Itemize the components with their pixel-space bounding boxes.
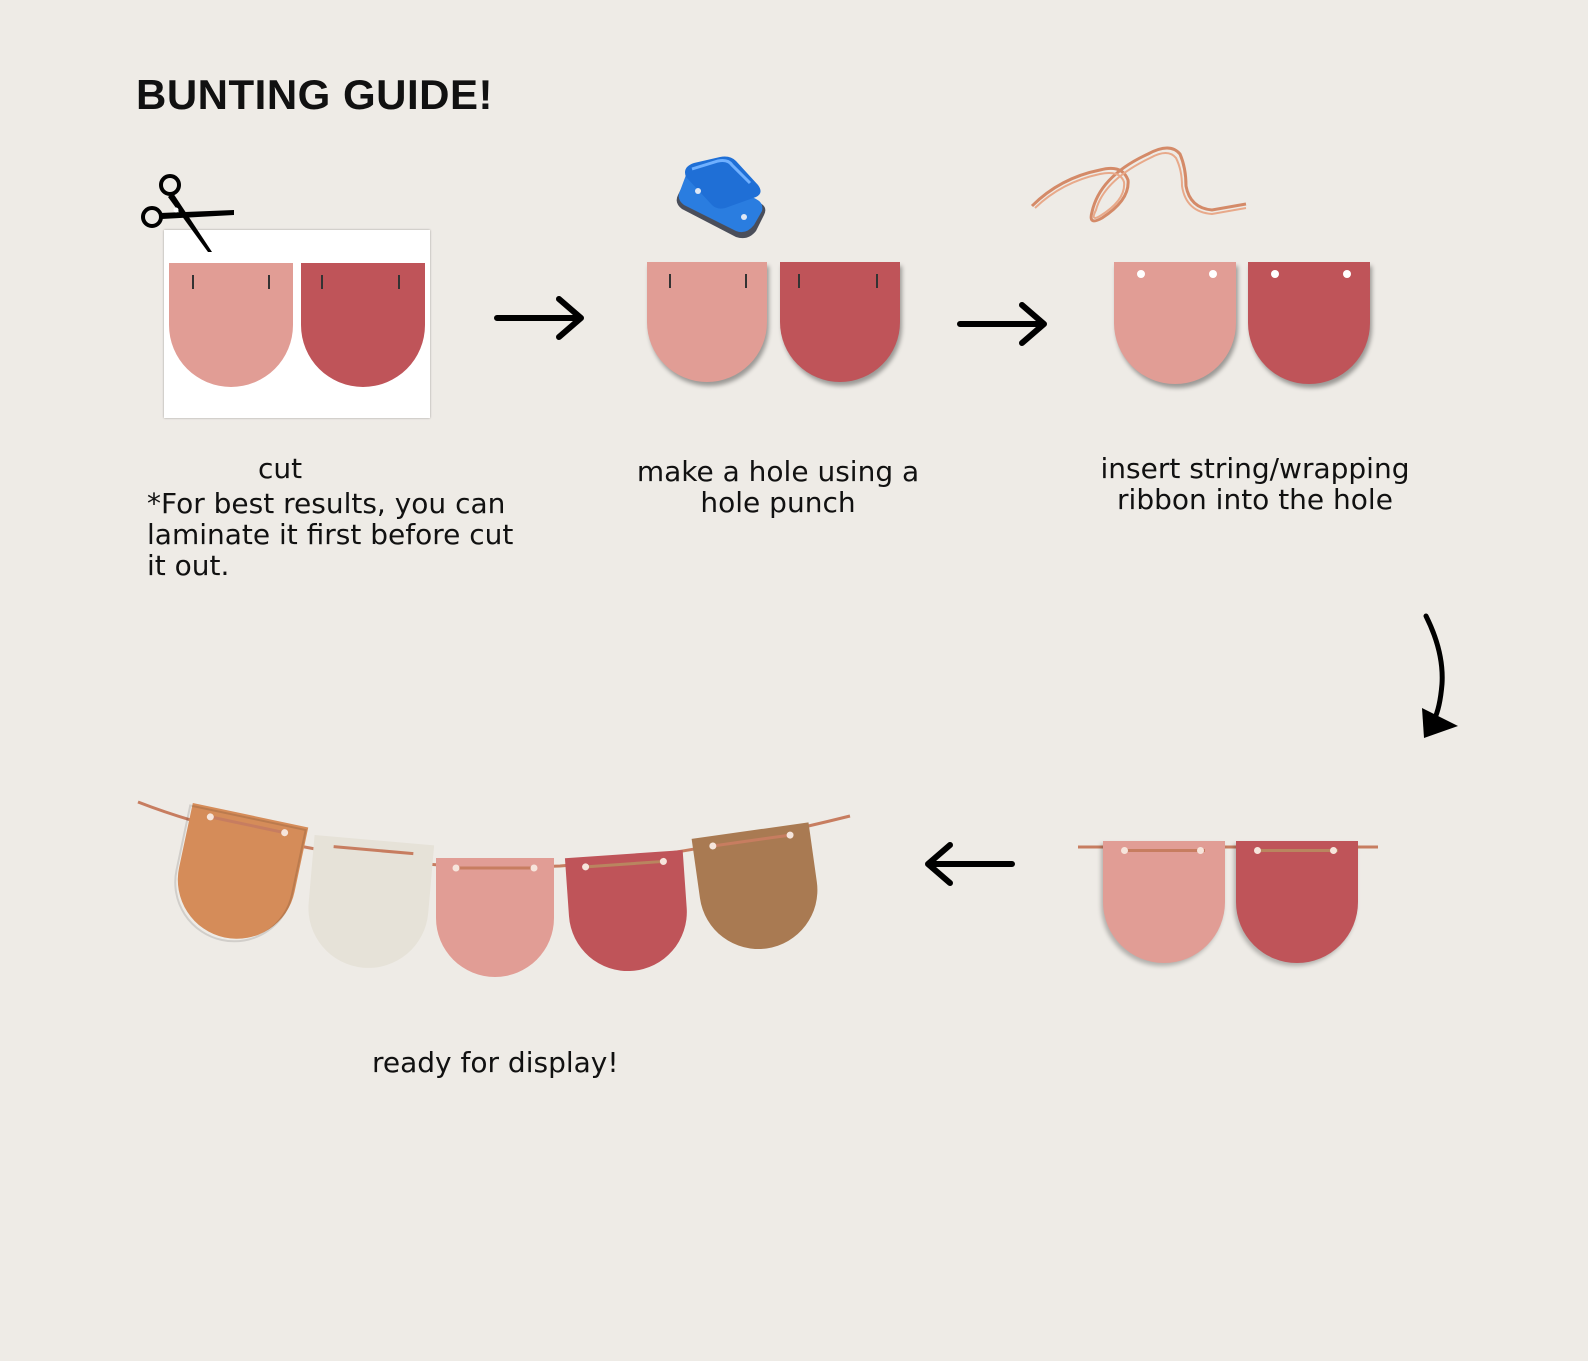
scissors-icon: [141, 174, 234, 252]
note-line: laminate it first before cut: [147, 518, 514, 551]
caption-line: hole punch: [700, 486, 856, 519]
page-title: BUNTING GUIDE!: [136, 71, 493, 118]
caption-line: make a hole using a: [636, 455, 920, 488]
flag-light-pink: [1114, 262, 1236, 384]
note-line: it out.: [147, 549, 230, 582]
arrow-curve-down-icon: [1422, 613, 1458, 738]
printed-sheet: [164, 230, 430, 418]
step-cut-note: *For best results, you can laminate it f…: [147, 488, 513, 581]
step-final-label: ready for display!: [372, 1046, 619, 1079]
flag-dark-red: [1236, 841, 1358, 963]
caption-line: insert string/wrapping: [1100, 452, 1410, 485]
note-line: *For best results, you can: [147, 487, 506, 520]
caption-line: ribbon into the hole: [1117, 483, 1393, 516]
hole-punch-icon: [676, 156, 766, 239]
arrow-left-icon: [925, 842, 1015, 886]
step-hole-caption: make a hole using a hole punch: [633, 456, 923, 518]
flag-dark-red: [1248, 262, 1370, 384]
flag-light-pink: [1103, 841, 1225, 963]
step-cut-label: cut: [258, 452, 303, 485]
step-string-caption: insert string/wrapping ribbon into the h…: [1095, 453, 1415, 515]
arrow-right-icon: [957, 302, 1047, 346]
flag-light-pink: [647, 262, 767, 382]
flag-light-pink: [169, 263, 293, 387]
flag-dark-red: [301, 263, 425, 387]
flag-dark-red: [780, 262, 900, 382]
ribbon-icon: [1030, 146, 1247, 223]
arrow-right-icon: [494, 296, 584, 340]
final-bunting: [137, 800, 851, 977]
